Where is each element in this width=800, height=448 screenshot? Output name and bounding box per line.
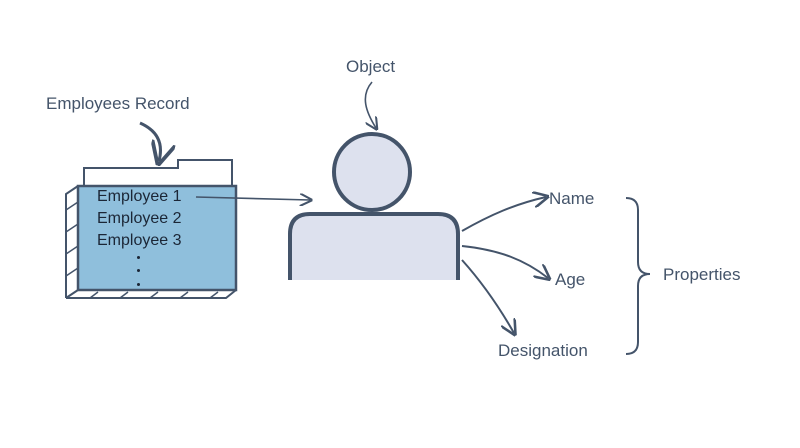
properties-label: Properties <box>663 265 741 284</box>
ellipsis-dot <box>137 269 140 272</box>
record-item: Employee 3 <box>97 232 182 249</box>
ellipsis-dot <box>137 256 140 259</box>
property-designation: Designation <box>498 341 588 360</box>
object-to-designation-arrow <box>461 259 514 333</box>
employees-record-label: Employees Record <box>46 94 190 113</box>
record-item: Employee 2 <box>97 210 182 227</box>
properties-brace <box>625 197 651 355</box>
record-to-object-arrow <box>195 197 310 200</box>
object-to-name-arrow <box>461 197 546 232</box>
property-name: Name <box>549 189 595 208</box>
record-item: Employee 1 <box>97 188 182 205</box>
ellipsis-dot <box>137 283 140 286</box>
object-label: Object <box>346 57 396 76</box>
property-age: Age <box>555 270 586 289</box>
record-label-arrow <box>139 121 160 161</box>
object-to-age-arrow <box>461 245 548 278</box>
person-icon <box>288 132 460 280</box>
folder-icon <box>65 159 238 299</box>
object-label-arrow <box>364 81 376 128</box>
